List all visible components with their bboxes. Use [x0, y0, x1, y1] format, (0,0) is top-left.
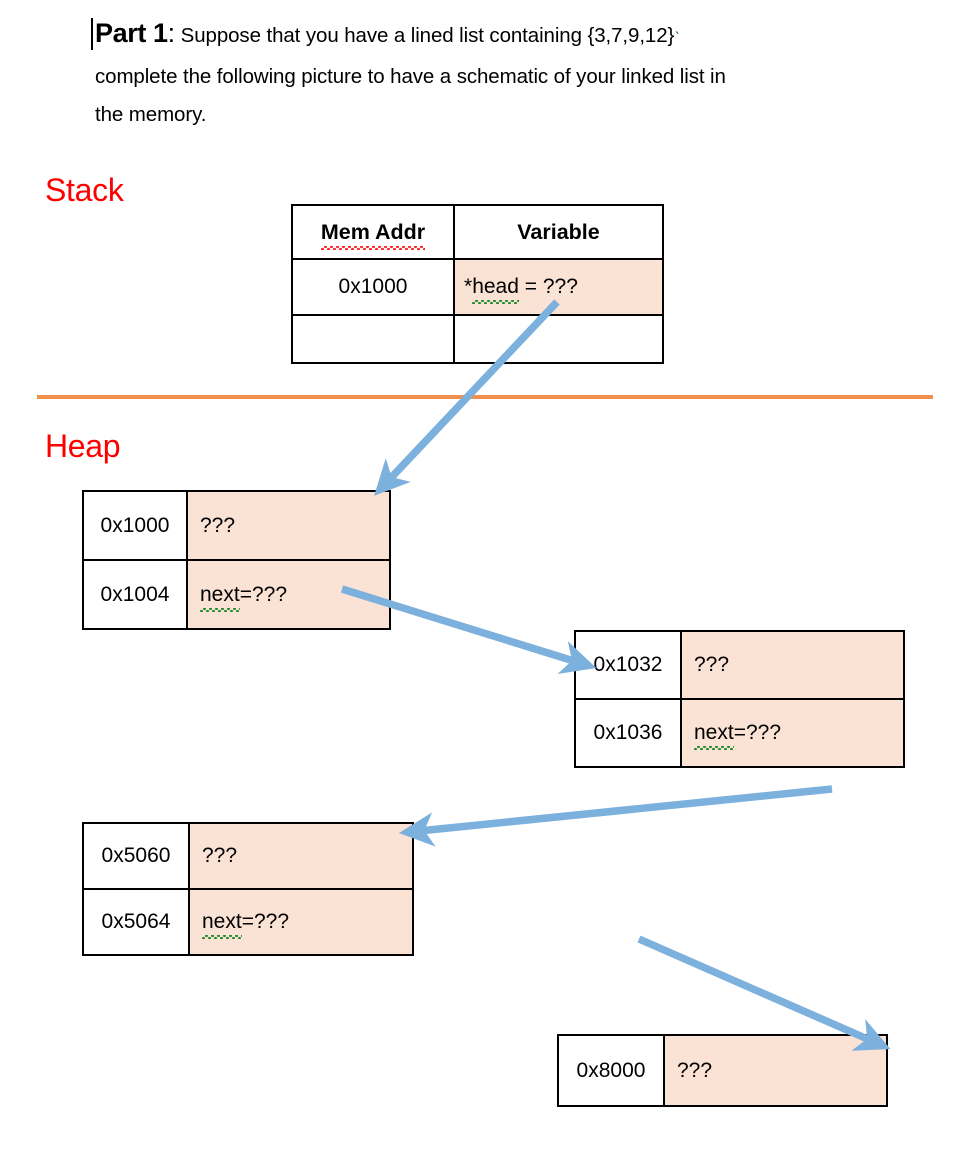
question-prompt: Part 1: Suppose that you have a lined li…	[91, 14, 895, 134]
node-4-row-0-address: 0x8000	[557, 1034, 665, 1107]
table-row	[291, 314, 664, 364]
table-row: 0x1000 *head = ???	[291, 258, 664, 316]
table-header-row: Mem Addr Variable	[291, 204, 664, 260]
header-mem-addr: Mem Addr	[291, 204, 455, 260]
table-row: 0x1036 next=???	[574, 698, 905, 768]
arrow-node3-to-node4	[637, 935, 891, 1051]
table-row: 0x1032 ???	[574, 630, 905, 700]
part-colon: :	[167, 18, 176, 48]
stack-row-0-variable-name: head	[472, 275, 519, 304]
node-3-row-0-value: ???	[188, 822, 414, 890]
node-2-row-0-value: ???	[680, 630, 905, 700]
stack-section-label: Stack	[45, 172, 124, 208]
stack-row-1-variable	[453, 314, 664, 364]
stack-row-0-variable-suffix: = ???	[518, 275, 578, 298]
stack-row-0-address: 0x1000	[291, 258, 455, 316]
node-1-row-1-address: 0x1004	[82, 559, 188, 630]
node-1-row-1-value: next=???	[186, 559, 391, 630]
stack-row-0-variable-prefix: *	[464, 275, 473, 298]
node-3-row-1-address: 0x5064	[82, 888, 190, 956]
node-2-row-0-address: 0x1032	[574, 630, 682, 700]
heap-node-4: 0x8000 ???	[557, 1034, 888, 1107]
text-caret	[91, 18, 93, 50]
node-1-row-0-address: 0x1000	[82, 490, 188, 561]
node-3-row-1-value: next=???	[188, 888, 414, 956]
node-3-row-0-address: 0x5060	[82, 822, 190, 890]
table-row: 0x8000 ???	[557, 1034, 888, 1107]
node-3-next-keyword: next	[202, 910, 242, 939]
node-2-next-keyword: next	[694, 721, 734, 750]
header-variable: Variable	[453, 204, 664, 260]
stack-memory-table: Mem Addr Variable 0x1000 *head = ???	[291, 204, 664, 364]
prompt-line3: the memory.	[95, 103, 207, 126]
node-3-next-value: =???	[241, 910, 290, 933]
node-1-next-keyword: next	[200, 582, 240, 612]
header-mem-addr-text: Mem Addr	[320, 219, 426, 250]
stack-heap-divider	[37, 395, 933, 399]
prompt-line1: Suppose that you have a lined list conta…	[175, 24, 675, 47]
grammar-mark-icon: ˋ	[674, 29, 681, 49]
heap-section-label: Heap	[45, 428, 121, 464]
table-row: 0x5060 ???	[82, 822, 414, 890]
node-1-next-value: =???	[239, 582, 288, 606]
node-2-row-1-address: 0x1036	[574, 698, 682, 768]
heap-node-2: 0x1032 ??? 0x1036 next=???	[574, 630, 905, 768]
table-row: 0x1000 ???	[82, 490, 391, 561]
node-1-row-0-value: ???	[186, 490, 391, 561]
node-2-next-value: =???	[733, 721, 782, 744]
node-4-row-0-value: ???	[663, 1034, 888, 1107]
arrow-node2-to-node3	[398, 785, 833, 847]
prompt-line2: complete the following picture to have a…	[95, 65, 726, 88]
node-2-row-1-value: next=???	[680, 698, 905, 768]
heap-node-3: 0x5060 ??? 0x5064 next=???	[82, 822, 414, 956]
table-row: 0x1004 next=???	[82, 559, 391, 630]
part-label: Part 1	[95, 18, 168, 48]
stack-row-1-address	[291, 314, 455, 364]
heap-node-1: 0x1000 ??? 0x1004 next=???	[82, 490, 391, 630]
table-row: 0x5064 next=???	[82, 888, 414, 956]
stack-row-0-variable: *head = ???	[453, 258, 664, 316]
